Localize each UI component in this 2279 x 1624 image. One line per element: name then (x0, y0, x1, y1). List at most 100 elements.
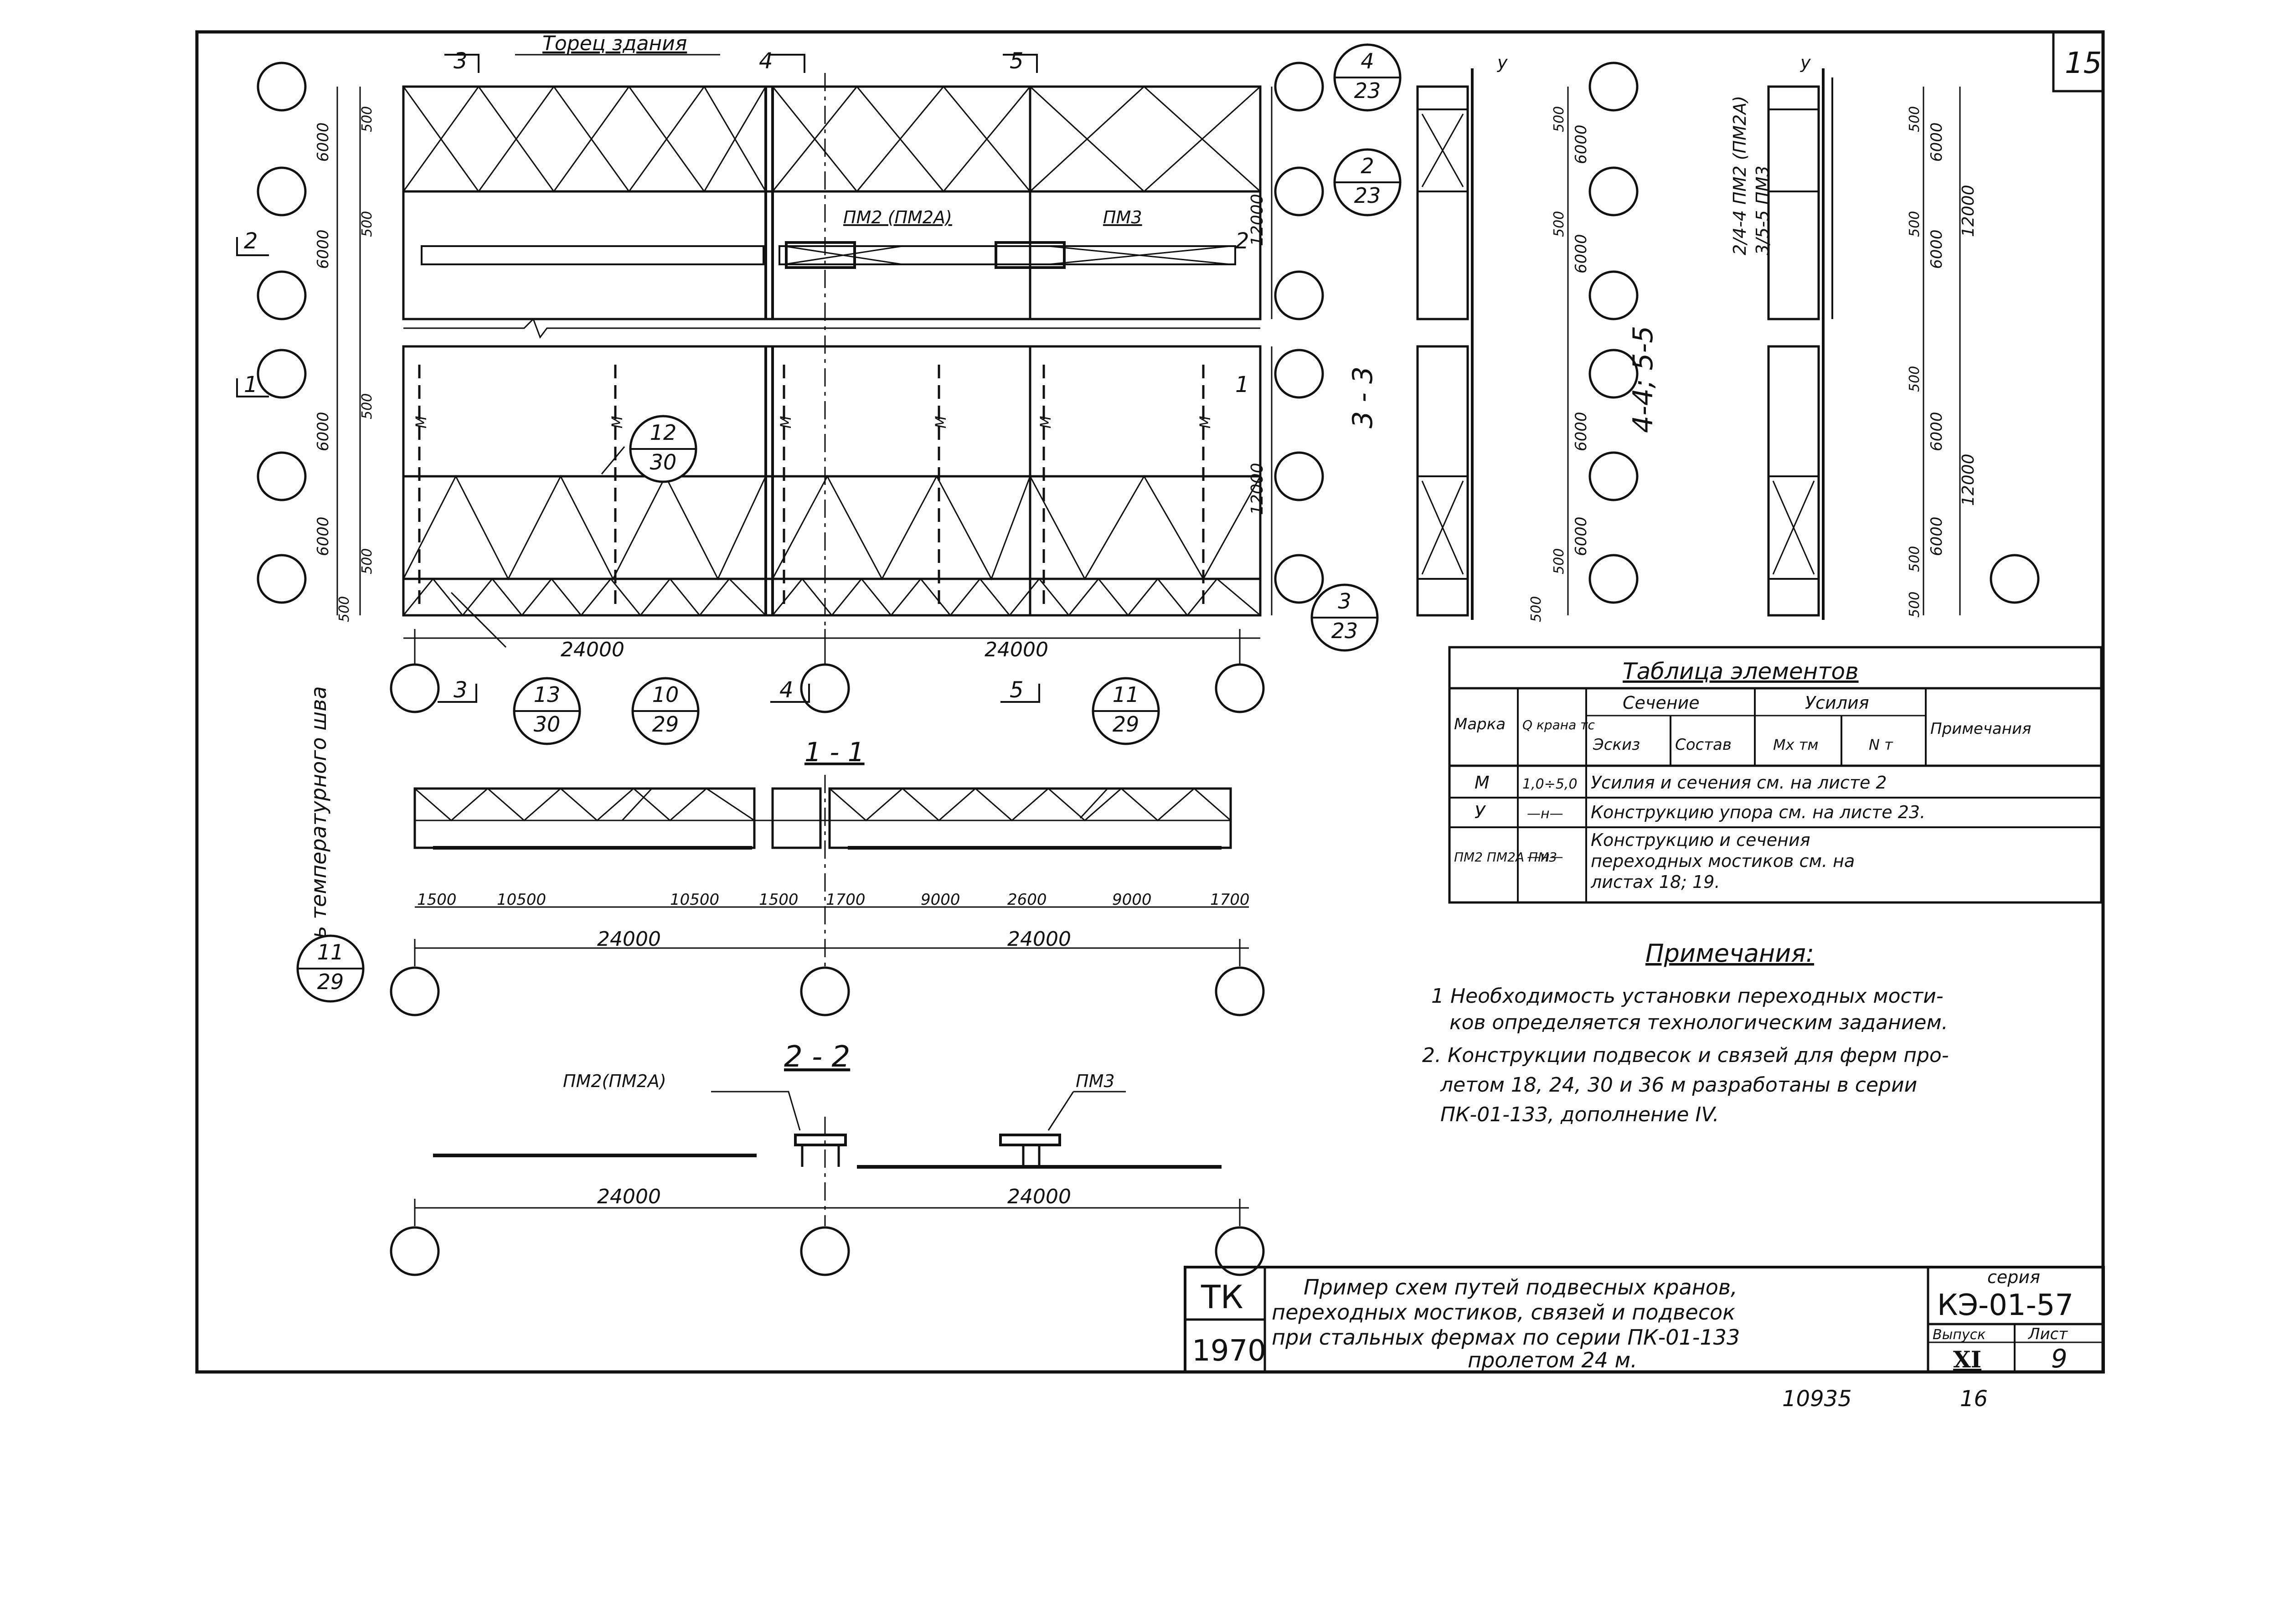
seriya-value: КЭ-01-57 (1937, 1289, 2073, 1322)
right-dim: 12000 (1248, 194, 1267, 246)
side-views (1416, 62, 2040, 620)
callout: 12 30 (629, 415, 697, 483)
left-dim: 6000 (314, 122, 332, 162)
svg-text:29: 29 (652, 712, 679, 737)
svg-text:24000: 24000 (1007, 928, 1071, 951)
tk-year: 1970 (1192, 1334, 1266, 1368)
m-mark: M (412, 416, 430, 428)
axis-circle (1274, 349, 1324, 399)
svg-text:500: 500 (1907, 366, 1923, 392)
svg-text:30: 30 (650, 450, 677, 474)
seriya-label: серия (1987, 1267, 2040, 1287)
table-cell: Конструкцию упора см. на листе 23. (1591, 802, 1925, 822)
sheet-corner-number: 15 (2065, 46, 2102, 80)
svg-text:6000: 6000 (1928, 122, 1946, 162)
left-dim: 500 (336, 596, 352, 622)
axis-circle (1274, 166, 1324, 217)
title-line: при стальных фермах по серии ПК-01-133 (1272, 1325, 1740, 1350)
table-cell: —н— (1527, 806, 1563, 822)
right-dim: 12000 (1248, 463, 1267, 515)
section-2-2 (390, 1091, 1265, 1276)
axis-circle (1215, 663, 1265, 713)
svg-text:6000: 6000 (1928, 516, 1946, 556)
axis-circle (1274, 451, 1324, 501)
left-dim: 6000 (314, 229, 332, 269)
plan-labels: Торец здания 3 4 5 3 4 5 2 2 1 1 6000 60… (244, 32, 1659, 966)
svg-text:10500: 10500 (670, 891, 719, 909)
svg-text:13: 13 (534, 682, 561, 707)
axis-circle (257, 349, 307, 399)
axis-label: Ось температурного шва (306, 686, 331, 966)
note-line: 2. Конструкции подвесок и связей для фер… (1422, 1044, 1949, 1067)
side-label-3-3: 3 - 3 (1347, 366, 1379, 428)
tk-label: ТК (1201, 1279, 1243, 1316)
svg-text:ПМ2(ПМ2А): ПМ2(ПМ2А) (563, 1071, 666, 1091)
section-mark: 3 (454, 677, 468, 703)
axis-circle (257, 554, 307, 604)
cut-mark: 2 (244, 228, 258, 254)
notes: Примечания: 1 Необходимость установки пе… (1422, 939, 1949, 1126)
axis-circle (1274, 62, 1324, 112)
left-dim: 500 (359, 211, 375, 237)
table-cell: Усилия и сечения см. на листе 2 (1591, 773, 1887, 793)
svg-text:24000: 24000 (1007, 1185, 1071, 1208)
left-dim: 500 (359, 393, 375, 419)
axis-circle (1274, 554, 1324, 604)
table-title: Таблица элементов (1623, 658, 1859, 685)
pm-label: ПМ3 (1103, 207, 1142, 227)
svg-text:9000: 9000 (921, 891, 960, 909)
table-header: Марка (1454, 715, 1506, 733)
svg-text:3: 3 (1338, 589, 1351, 614)
title-line: переходных мостиков, связей и подвесок (1272, 1300, 1735, 1325)
left-dim: 500 (359, 106, 375, 132)
table-cell: ПМ2 ПМ2А ПМ3 (1454, 850, 1557, 865)
svg-text:23: 23 (1331, 619, 1358, 643)
left-dim: 6000 (314, 516, 332, 556)
footer-number: 16 (1960, 1386, 1988, 1412)
list-value: 9 (2051, 1344, 2068, 1374)
svg-text:29: 29 (317, 969, 344, 994)
table-header: Q крана тс (1522, 717, 1595, 732)
cut-mark: 2 (1235, 228, 1249, 254)
svg-text:6000: 6000 (1928, 229, 1946, 269)
table-header: Усилия (1805, 693, 1869, 713)
svg-text:6000: 6000 (1928, 412, 1946, 451)
svg-text:2: 2 (1361, 154, 1374, 178)
plan-view (236, 54, 1324, 821)
cut-mark: 1 (1235, 372, 1249, 397)
svg-text:6000: 6000 (1572, 412, 1590, 451)
cut-mark: 1 (244, 372, 258, 397)
section-title: 1 - 1 (804, 737, 865, 768)
section-mark: 4 (759, 48, 773, 74)
axis-circle (257, 166, 307, 217)
title-block-text: ТК 1970 Пример схем путей подвесных кран… (1192, 1267, 2073, 1374)
left-dim: 6000 (314, 412, 332, 451)
title-block (1184, 1266, 2105, 1373)
side-view-labels: 500 6000 500 6000 6000 6000 500 500 500 … (1497, 52, 1978, 622)
svg-text:500: 500 (1907, 211, 1923, 237)
note-line: летом 18, 24, 30 и 36 м разработаны в се… (1440, 1073, 1917, 1097)
m-mark: M (1196, 416, 1214, 428)
section-1-1-labels: 1 - 1 1500 10500 10500 1500 1700 9000 26… (417, 737, 1250, 951)
table-cell: У (1475, 802, 1486, 822)
footer-number: 10935 (1782, 1386, 1852, 1412)
corner-number-box (2052, 31, 2105, 93)
vertical-note-pm2: 2/4-4 ПМ2 (ПМ2А) (1730, 96, 1750, 255)
svg-text:500: 500 (1528, 596, 1544, 622)
section-mark: 4 (779, 677, 794, 703)
table-header: Состав (1675, 736, 1732, 754)
callout: 11 29 (1092, 677, 1160, 745)
u-mark: у (1497, 52, 1508, 72)
svg-text:500: 500 (1551, 106, 1567, 132)
note-line: ков определяется технологическим задание… (1449, 1011, 1948, 1034)
svg-text:10500: 10500 (497, 891, 546, 909)
callout: 3 23 (1310, 583, 1379, 652)
side-label-4-4: 4-4; 5-5 (1627, 326, 1659, 433)
span-dim: 24000 (561, 638, 624, 661)
u-mark: у (1800, 52, 1811, 72)
callout: 4 23 (1333, 43, 1402, 112)
notes-title: Примечания: (1645, 939, 1814, 968)
table-cell: —н— (1527, 849, 1563, 865)
callouts: 12 30 13 30 10 29 11 29 11 29 (296, 43, 1402, 1003)
table-header: Mx тм (1773, 736, 1819, 753)
